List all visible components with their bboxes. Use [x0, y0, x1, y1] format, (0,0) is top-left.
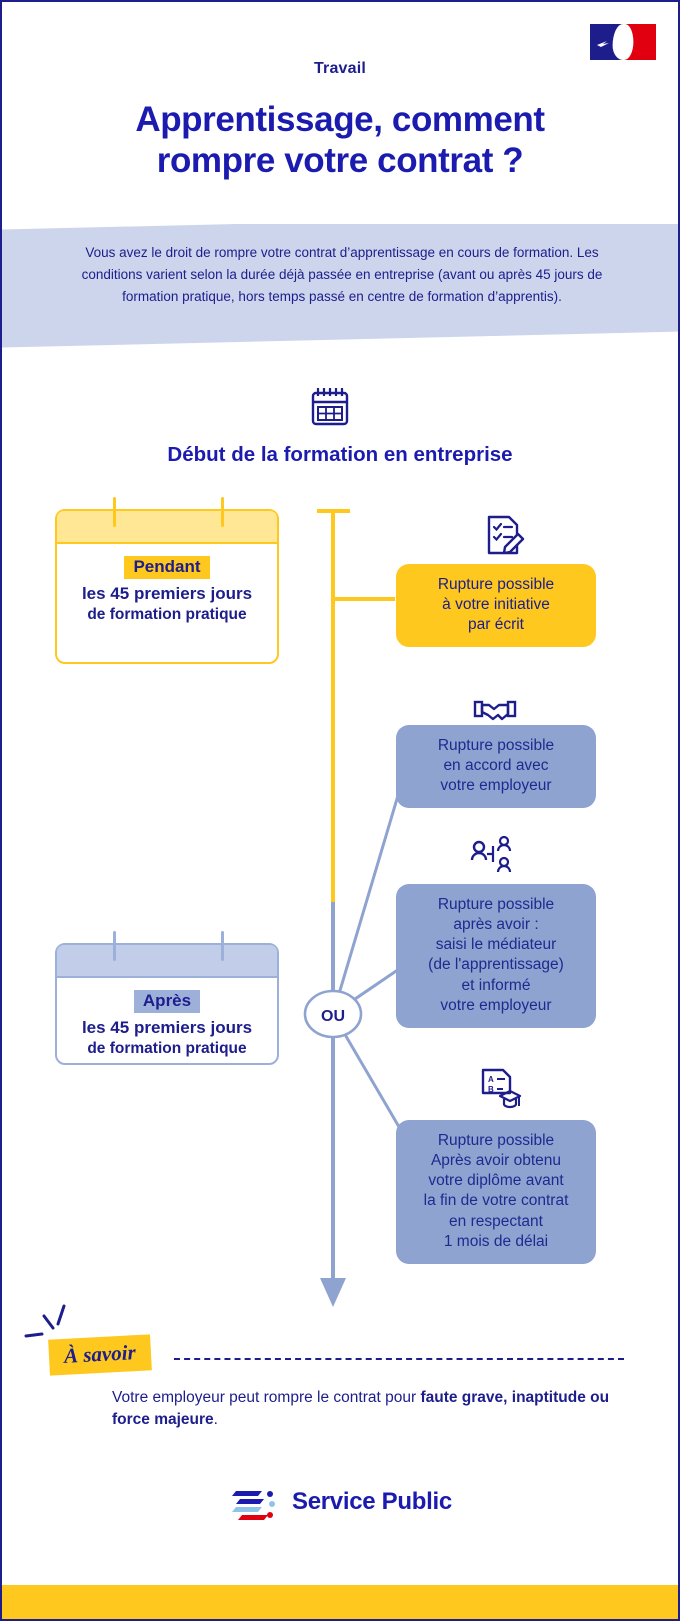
period-card-pendant: Pendant les 45 premiers jours de formati… — [55, 497, 279, 664]
kicker-label: Travail — [313, 60, 367, 77]
period-tag: Pendant — [124, 556, 210, 579]
a-savoir-badge: À savoir — [48, 1334, 152, 1376]
period-line1: les 45 premiers jours — [81, 1018, 253, 1037]
period-line2: de formation pratique — [87, 606, 247, 624]
outcome-card-agreement: Rupture possible en accord avec votre em… — [396, 725, 596, 809]
service-public-logo-mark-icon — [232, 1491, 275, 1520]
handshake-icon — [473, 700, 517, 721]
svg-text:A: A — [488, 1075, 494, 1084]
page-title-line2: rompre votre contrat ? — [156, 140, 524, 180]
note-text-before: Votre employeur peut rompre le contrat p… — [112, 1389, 421, 1406]
service-public-logo-text: Service Public — [292, 1488, 452, 1515]
branch-node-label: OU — [321, 1008, 345, 1025]
page-title-line1: Apprentissage, comment — [135, 100, 545, 139]
footer-bar — [2, 1585, 678, 1619]
divider-dashed — [174, 1358, 624, 1360]
calendar-icon — [311, 388, 349, 426]
service-public-logo: Service Public — [230, 1480, 460, 1524]
intro-text: Vous avez le droit de rompre votre contr… — [81, 245, 603, 304]
calendar-rings — [57, 931, 277, 961]
outcome-card-mediator: Rupture possible après avoir : saisi le … — [396, 884, 596, 1028]
a-savoir-text: Votre employeur peut rompre le contrat p… — [112, 1387, 622, 1432]
outcome-text: Rupture possible à votre initiative par … — [437, 576, 555, 634]
outcome-text: Rupture possible Après avoir obtenu votr… — [423, 1132, 569, 1250]
period-tag: Après — [133, 990, 201, 1013]
page-title: Apprentissage, comment rompre votre cont… — [42, 100, 638, 182]
note-text-after: . — [213, 1411, 218, 1429]
outcome-text: Rupture possible en accord avec votre em… — [437, 737, 555, 795]
period-card-header — [57, 511, 277, 544]
section-title: Début de la formation en entreprise — [167, 443, 513, 466]
marianne-swoosh-icon — [597, 41, 609, 47]
period-line1: les 45 premiers jours — [81, 584, 253, 603]
period-line2: de formation pratique — [87, 1040, 247, 1058]
outcome-card-diploma: Rupture possible Après avoir obtenu votr… — [396, 1120, 596, 1264]
document-checklist-pen-icon — [487, 515, 525, 555]
outcome-card-initiative: Rupture possible à votre initiative par … — [396, 564, 596, 648]
french-republic-flag-icon — [590, 24, 656, 60]
period-card-apres: Après les 45 premiers jours de formation… — [55, 931, 279, 1065]
svg-text:B: B — [488, 1085, 494, 1094]
outcome-text: Rupture possible après avoir : saisi le … — [428, 896, 564, 1014]
diploma-graduation-icon: A B — [481, 1068, 522, 1109]
calendar-rings — [57, 497, 277, 527]
note-text-bold: faute grave, inaptitude ou force majeure — [112, 1389, 610, 1429]
period-card-header — [57, 945, 277, 978]
mediator-people-icon — [470, 835, 512, 873]
sparkle-icon — [24, 1304, 66, 1338]
